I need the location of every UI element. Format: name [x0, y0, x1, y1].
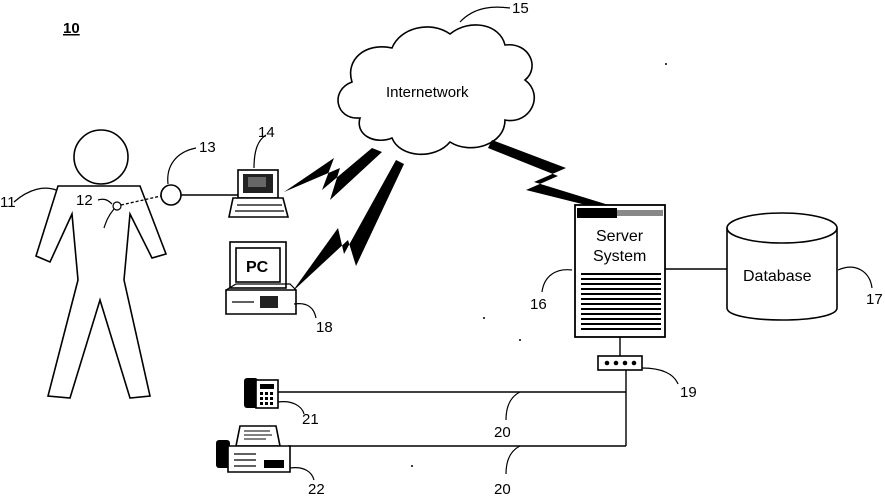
server-label-line1: Server — [596, 228, 644, 245]
pc-ref: 18 — [316, 319, 333, 336]
modem-icon — [598, 356, 642, 370]
server-ref-leader — [542, 270, 572, 292]
sensor-ref: 12 — [76, 192, 93, 209]
cloud-ref: 15 — [512, 0, 529, 17]
scan-speck — [411, 465, 413, 467]
telephone-icon — [244, 378, 278, 408]
modem-ref-leader — [642, 368, 678, 384]
scan-speck — [665, 63, 667, 65]
pc-screen-label: PC — [246, 259, 269, 276]
pc-ref-leader — [294, 304, 316, 318]
database-icon — [727, 213, 837, 320]
laptop-ref: 14 — [258, 124, 275, 141]
hub-icon — [161, 185, 181, 205]
telephone-ref: 21 — [302, 411, 319, 428]
fax-ref-leader — [290, 468, 314, 480]
scan-speck — [519, 339, 521, 341]
pc-icon — [226, 242, 296, 314]
phone-line-lower-ref: 20 — [494, 481, 511, 496]
fax-ref: 22 — [308, 481, 325, 496]
server-icon — [575, 205, 665, 337]
person-ref-leader — [14, 188, 56, 202]
hub-ref-leader — [168, 148, 196, 184]
database-label: Database — [743, 268, 812, 285]
sensor-icon — [104, 202, 121, 228]
server-ref: 16 — [530, 296, 547, 313]
figure-number: 10 — [63, 20, 80, 37]
cloud-label: Internetwork — [386, 84, 469, 101]
sensor-link-dashed — [121, 196, 161, 205]
hub-ref: 13 — [199, 139, 216, 156]
sensor-ref-leader — [98, 199, 112, 204]
phone-line-lower-ref-leader — [506, 446, 520, 474]
person-figure — [36, 130, 166, 398]
modem-ref: 19 — [680, 384, 697, 401]
server-label-line2: System — [593, 248, 646, 265]
phone-line-upper-ref: 20 — [494, 424, 511, 441]
database-ref-leader — [838, 267, 872, 288]
phone-line-upper-ref-leader — [506, 392, 520, 420]
wireless-link-laptop — [284, 148, 382, 200]
wireless-link-server — [488, 140, 614, 212]
laptop-icon — [229, 170, 288, 217]
database-ref: 17 — [866, 291, 883, 308]
telephone-ref-leader — [278, 402, 304, 414]
fax-icon — [216, 426, 290, 472]
cloud-ref-leader — [460, 7, 510, 22]
scan-speck — [483, 317, 485, 319]
person-ref: 11 — [0, 194, 16, 211]
